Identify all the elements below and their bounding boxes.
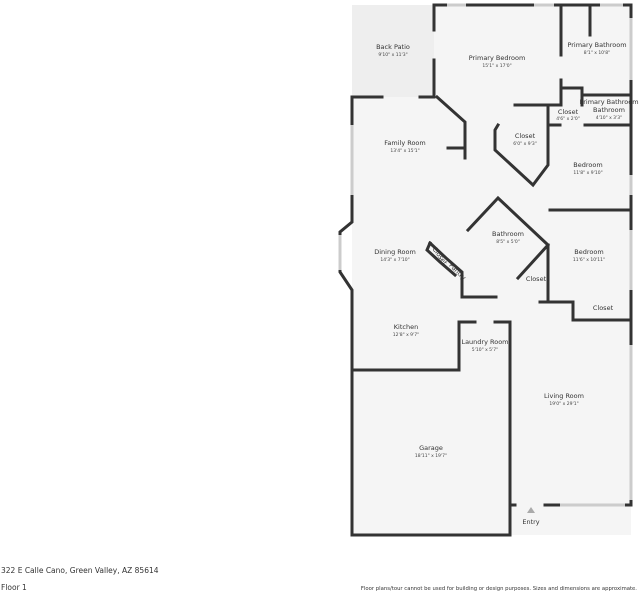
entry-label: Entry — [522, 518, 539, 526]
room-dims: 12'8" x 9'7" — [393, 332, 419, 338]
room-name: Back Patio — [376, 43, 410, 51]
room-name: Bathroom — [492, 230, 524, 238]
property-address: 322 E Calle Cano, Green Valley, AZ 85614 — [1, 566, 159, 575]
room-dims: 14'3" x 7'10" — [380, 257, 409, 263]
room-dims: 8'1" x 10'8" — [584, 50, 610, 56]
room-dims: 4'10" x 3'3" — [596, 115, 622, 121]
room-name: Bedroom — [573, 161, 602, 169]
room-dims: 8'5" x 5'0" — [496, 239, 520, 245]
room-name: Primary Bathroom — [567, 41, 626, 49]
entry-arrow-icon — [527, 507, 535, 513]
room-dims: 6'0" x 9'3" — [513, 141, 537, 147]
room-name: Kitchen — [394, 323, 418, 331]
room-labels: Back Patio 9'10" x 11'3" Primary Bedroom… — [374, 41, 638, 459]
room-dims: 11'6" x 10'11" — [573, 257, 605, 263]
disclaimer: Floor plans/tour cannot be used for buil… — [360, 586, 637, 592]
room-dims: 11'8" x 9'10" — [573, 170, 602, 176]
room-name: Closet — [526, 275, 547, 283]
room-name: Family Room — [384, 139, 426, 147]
room-dims: 13'4" x 15'1" — [390, 148, 419, 154]
room-name: Closet — [515, 132, 536, 140]
back-patio-area — [352, 5, 434, 97]
room-name: Closet — [593, 304, 614, 312]
room-name: Primary Bathroom — [579, 98, 638, 106]
room-dims: 15'1" x 17'0" — [482, 63, 511, 69]
floor-label: Floor 1 — [1, 583, 27, 592]
room-name: Closet — [558, 108, 579, 116]
windows — [338, 3, 633, 507]
room-dims: 18'11" x 19'7" — [415, 453, 447, 459]
room-dims: 19'0" x 29'1" — [549, 401, 578, 407]
room-dims: 5'10" x 5'7" — [472, 347, 498, 353]
room-name: Laundry Room — [461, 338, 508, 346]
room-dims: 9'10" x 11'3" — [378, 52, 407, 58]
room-dims: 4'6" x 2'0" — [556, 116, 580, 122]
room-name: Garage — [419, 444, 443, 452]
room-name: Dining Room — [374, 248, 416, 256]
room-name-cont: Bathroom — [593, 106, 625, 114]
walls — [338, 3, 633, 537]
room-name: Living Room — [544, 392, 584, 400]
room-name: Bedroom — [574, 248, 603, 256]
room-name: Primary Bedroom — [469, 54, 526, 62]
